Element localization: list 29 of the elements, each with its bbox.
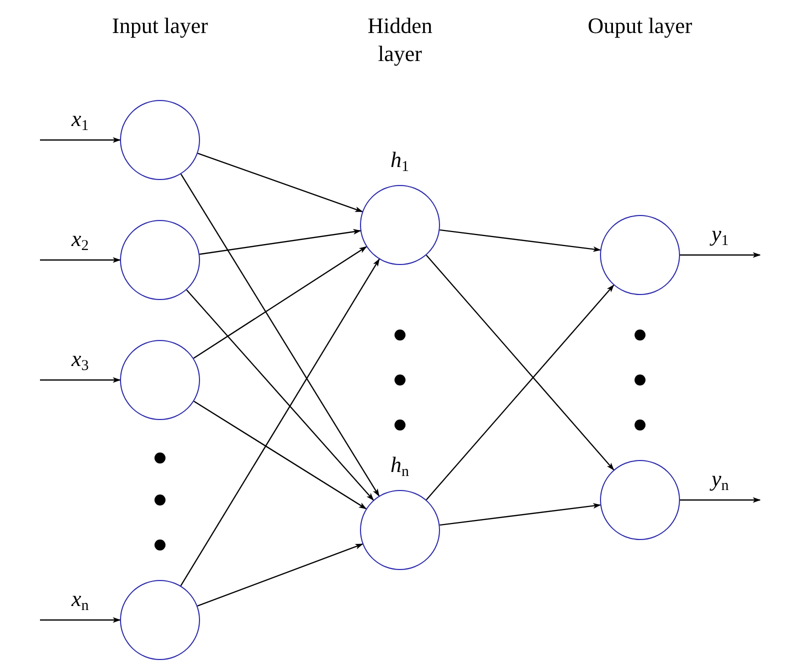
arrow [198,152,364,212]
arrow [40,137,121,143]
layer-title: Ouput layer [586,12,694,40]
neuron-circle [120,580,200,660]
arrow [426,254,614,470]
arrow [197,543,364,607]
arrow [180,258,380,586]
neuron-circle [600,215,680,295]
neuron-circle [120,340,200,420]
arrow [440,503,602,526]
arrow [426,284,614,500]
arrow [680,252,761,258]
arrow [200,229,362,255]
neuron-circle [120,220,200,300]
arrow [193,246,368,359]
arrow [180,174,380,497]
neuron-circle [360,490,440,570]
arrow [40,377,121,383]
neuron-circle [600,460,680,540]
arrow [440,229,602,252]
layer-title: Input layer [111,12,209,40]
layer-title: Hidden layer [366,12,434,67]
arrow [680,497,761,503]
neuron-circle [360,185,440,265]
arrow [40,617,121,623]
neuron-circle [120,100,200,180]
arrow [40,257,121,263]
arrow [186,290,374,501]
arrow [194,400,367,510]
